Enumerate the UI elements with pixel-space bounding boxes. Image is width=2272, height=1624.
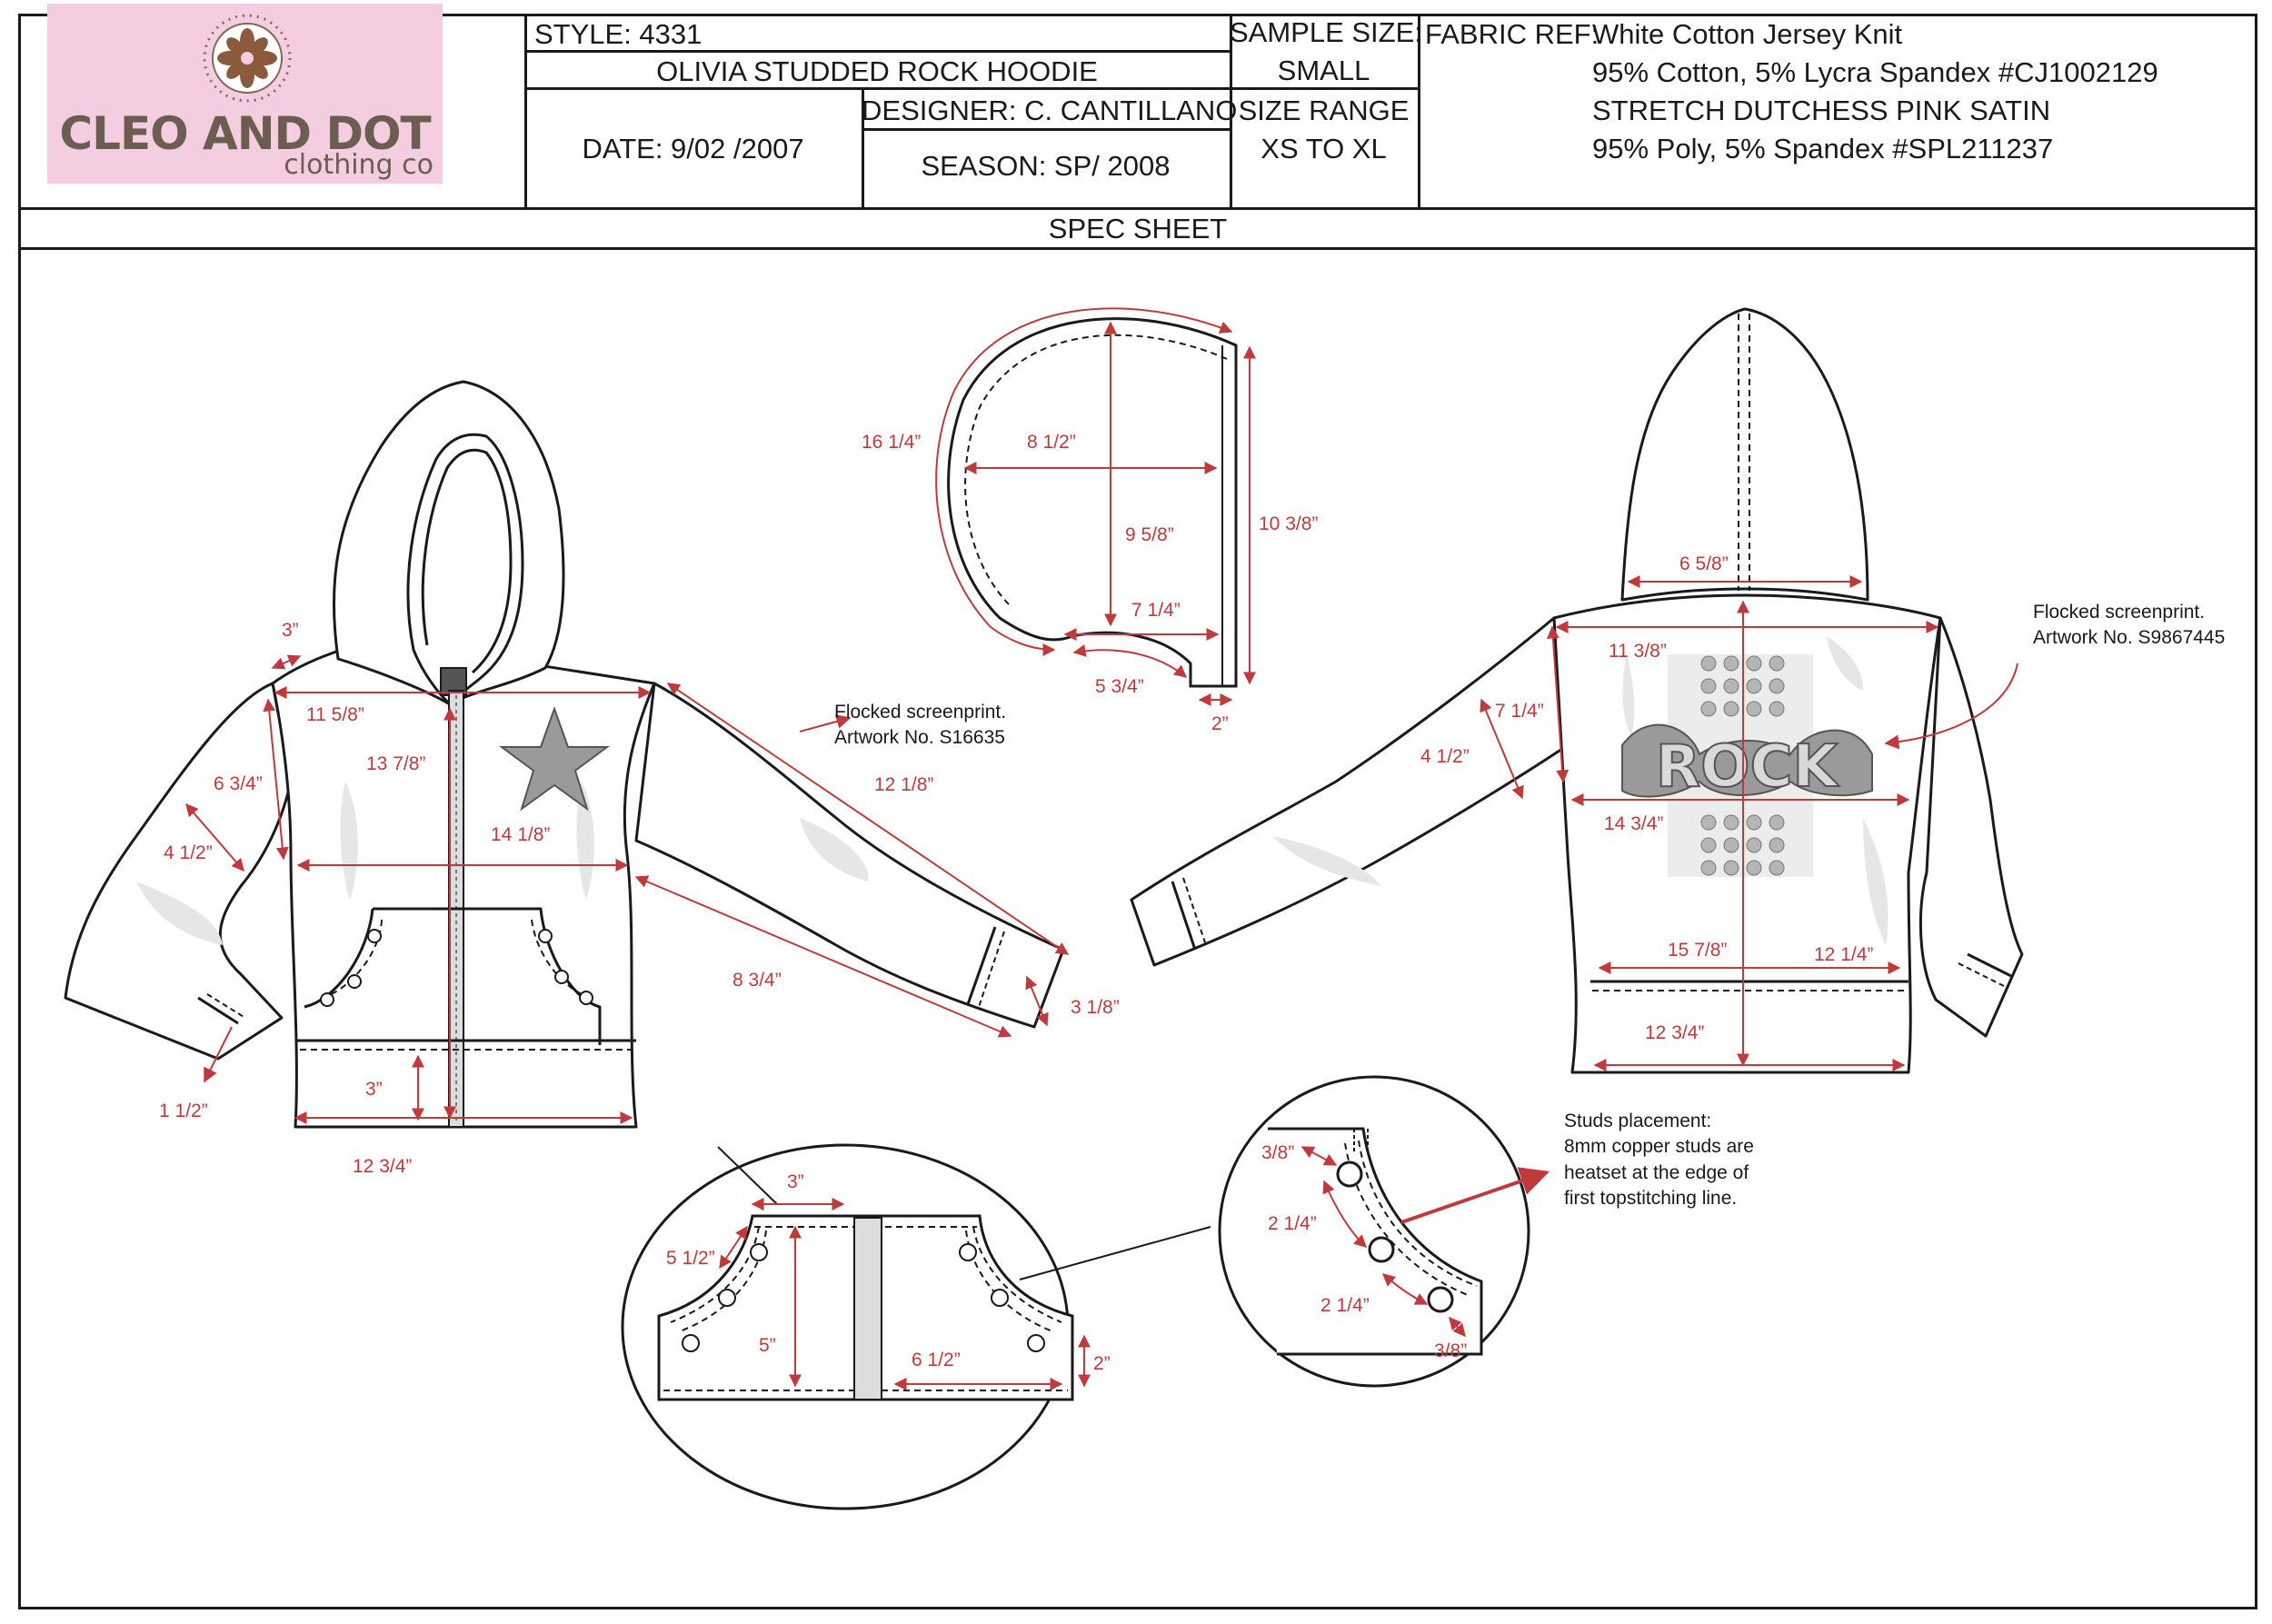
rock-graphic-text: ROCK [1656, 733, 1840, 801]
dim-front-arm-depth: 4 1/2” [164, 842, 213, 863]
dim-back-length: 15 7/8” [1668, 940, 1728, 961]
front-star-artwork [498, 706, 611, 812]
dim-front-cuff-width: 3 1/8” [1071, 997, 1120, 1018]
brand-name: CLEO AND DOT [59, 107, 431, 160]
dim-front-neck-drop: 13 7/8” [366, 753, 426, 774]
dim-back-hem: 12 3/4” [1645, 1022, 1705, 1043]
section-title: SPEC SHEET [1048, 213, 1228, 244]
style-name: OLIVIA STUDDED ROCK HOODIE [656, 55, 1098, 87]
dim-hood-outer-curve: 16 1/4” [862, 432, 922, 453]
dim-studs-bottom-offset: 3/8” [1434, 1340, 1468, 1361]
dim-hood-height: 9 5/8” [1125, 524, 1174, 545]
dim-front-cuff-left: 1 1/2” [159, 1101, 208, 1121]
dim-studs-spacing-1: 2 1/4” [1268, 1213, 1317, 1234]
size-range-value: XS TO XL [1261, 133, 1387, 164]
dim-back-shoulder: 11 3/8” [1609, 641, 1667, 662]
dim-front-underarm: 8 3/4” [732, 970, 782, 991]
size-range-label: SIZE RANGE [1238, 95, 1410, 126]
back-hood [1620, 307, 1869, 602]
dim-front-armhole: 6 3/4” [214, 773, 263, 794]
flower-icon [203, 14, 292, 103]
dim-front-sleeve: 12 1/8” [874, 774, 934, 795]
back-left-sleeve [1130, 616, 1569, 967]
brand-tagline: clothing co [284, 149, 433, 181]
brand-logo: CLEO AND DOT clothing co [47, 4, 443, 184]
season-field: SEASON: SP/ 2008 [921, 150, 1171, 182]
dim-pocket-slant: 5 1/2” [666, 1248, 715, 1269]
front-artwork-note: Flocked screenprint. Artwork No. S16635 [834, 702, 1007, 749]
dim-front-shoulder: 11 5/8” [306, 704, 364, 725]
dim-hood-width: 8 1/2” [1027, 432, 1076, 453]
dim-pocket-top: 3” [787, 1171, 804, 1192]
fabric-line: 95% Cotton, 5% Lycra Spandex #CJ1002129 [1592, 56, 2158, 88]
pocket-detail-drawing [657, 1214, 1074, 1401]
dim-front-chest: 14 1/8” [491, 824, 551, 845]
dim-back-chest: 14 3/4” [1604, 813, 1664, 834]
fabric-line: 95% Poly, 5% Spandex #SPL211237 [1592, 133, 2054, 164]
dim-studs-top-offset: 3/8” [1261, 1142, 1295, 1163]
date-field: DATE: 9/02 /2007 [582, 133, 804, 164]
dim-back-arm-depth: 4 1/2” [1420, 746, 1470, 767]
dim-hood-neck-curve: 5 3/4” [1095, 676, 1144, 697]
sample-size-value: SMALL [1277, 55, 1370, 86]
hood-flat [947, 317, 1238, 688]
dim-pocket-height: 5” [759, 1335, 776, 1356]
fabric-line: STRETCH DUTCHESS PINK SATIN [1592, 95, 2051, 126]
dim-front-hem: 12 3/4” [353, 1156, 413, 1177]
style-number: STYLE: 4331 [534, 18, 703, 50]
sample-size-label: SAMPLE SIZE: [1230, 16, 1422, 48]
back-hoodie [1130, 307, 2024, 1074]
dim-front-hood-edge: 3” [282, 620, 299, 641]
fabric-line: White Cotton Jersey Knit [1592, 18, 1903, 50]
back-artwork-note: Flocked screenprint. Artwork No. S986744… [2033, 602, 2226, 649]
dim-back-waist: 12 1/4” [1814, 944, 1874, 965]
dim-hood-base: 7 1/4” [1131, 600, 1181, 621]
spec-sheet-frame [18, 14, 2257, 1609]
front-left-sleeve [64, 682, 293, 1061]
dim-studs-spacing-2: 2 1/4” [1320, 1295, 1370, 1316]
dim-pocket-width: 6 1/2” [912, 1350, 961, 1370]
dim-back-armhole: 7 1/4” [1495, 701, 1544, 722]
dimension-lines [185, 307, 2018, 1390]
dim-hood-band: 2” [1211, 713, 1229, 734]
back-right-sleeve [1918, 616, 2024, 1038]
dim-front-waistband: 3” [365, 1079, 383, 1100]
dim-hood-front-height: 10 3/8” [1259, 513, 1319, 534]
studs-placement-note: Studs placement: 8mm copper studs are he… [1564, 1111, 1754, 1210]
designer-field: DESIGNER: C. CANTILLANO [862, 95, 1238, 126]
fabric-ref-label: FABRIC REF: [1425, 18, 1599, 50]
dim-pocket-side: 2” [1093, 1353, 1111, 1374]
dim-back-hood-width: 6 5/8” [1679, 553, 1729, 574]
